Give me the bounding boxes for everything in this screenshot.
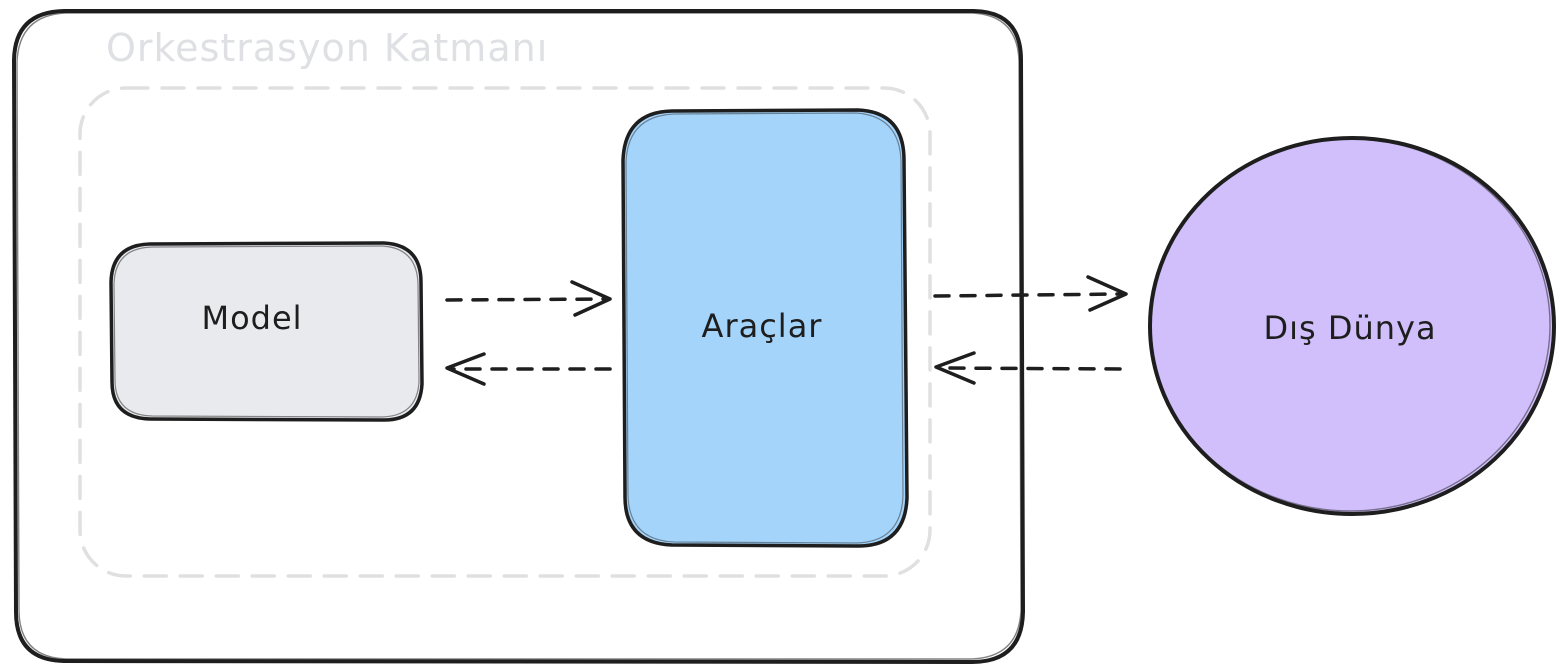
edge-araclar-to-model xyxy=(445,352,612,386)
model-node[interactable] xyxy=(109,241,424,422)
dis-dunya-node[interactable] xyxy=(1148,136,1556,516)
edge-model-to-araclar xyxy=(445,280,612,317)
group-title: Orkestrasyon Katmanı xyxy=(106,26,549,70)
orchestration-group-boundary xyxy=(78,86,932,578)
edge-dis-dunya-to-araclar xyxy=(934,351,1122,385)
araclar-node[interactable] xyxy=(621,108,909,548)
edge-araclar-to-dis-dunya xyxy=(933,275,1128,312)
